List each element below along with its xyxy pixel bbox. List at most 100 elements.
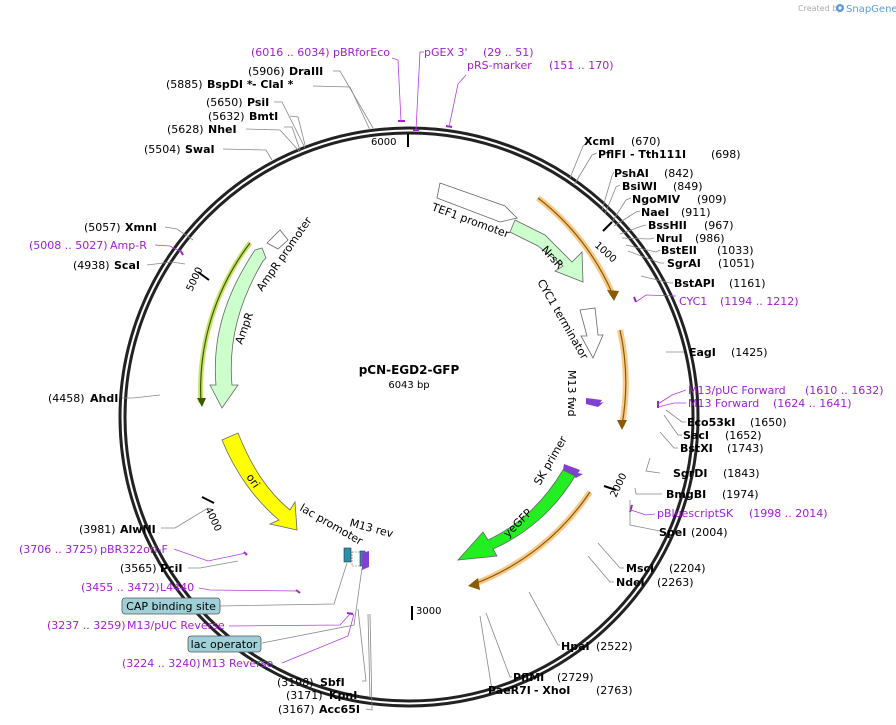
primer-m13-puc-forward-range: (1610 .. 1632) [805,384,884,397]
primer-pbrforeco: pBRforEco [333,46,390,59]
orf-arc-4-line [200,242,251,404]
enzyme-sgrdi-pos: (1843) [723,467,760,480]
orf-arc-2-line [619,329,627,426]
primer-pbr322ori-f: pBR322ori-F [100,543,168,556]
enzyme-clai: - ClaI * [252,78,294,91]
enzyme-bmti: BmtI [249,110,278,123]
primer-labels: (6016 .. 6034) pBRforEco pGEX 3' (29 .. … [19,46,884,670]
enzyme-bstapi-pos: (1161) [729,277,766,290]
enzyme-hpai-pos: (2522) [596,640,633,653]
primer-pbluescriptsk: pBluescriptSK [657,507,734,520]
enzyme-bspdi: BspDI * [207,78,253,91]
cap-binding-site-box[interactable]: CAP binding site [121,597,221,615]
primer-m13-forward-range: (1624 .. 1641) [773,397,852,410]
backbone-outer [118,126,700,708]
primer-prs-marker: pRS-marker [467,59,532,72]
tick-label-6000: 6000 [371,137,396,148]
brand-prefix: Created by [798,4,842,13]
enzyme-alwni-pos: (3981) [79,523,116,536]
feature-cyc1-terminator[interactable] [579,307,604,359]
left-enzyme-labels: Acc65I (3167) KpnI (3171) SbfI (3198) Pc… [48,65,360,716]
feature-m13-rev[interactable] [362,551,369,570]
enzyme-msci: MscI [626,562,654,575]
enzyme-draiii-pos: (5906) [248,65,285,78]
feature-lac-promoter[interactable] [351,551,362,567]
enzyme-ndei-pos: (2263) [657,576,694,589]
enzyme-xcmi-pos: (670) [631,135,661,148]
tick-label-5000: 5000 [185,266,206,294]
feature-m13-fwd[interactable] [586,398,604,407]
enzyme-eco53ki: Eco53kI [687,416,735,429]
lac-operator-label: lac operator [191,638,258,651]
primer-cyc1: CYC1 [679,295,707,308]
enzyme-bsshii: BssHII [648,219,687,232]
feature-cap-site[interactable] [343,547,352,563]
feature-ampr-promoter[interactable] [266,229,289,250]
enzyme-hpai: HpaI [561,640,590,653]
enzyme-acc65i: Acc65I [319,703,360,716]
primer-m13-puc-forward: M13/pUC Forward [688,384,786,397]
enzyme-ngomiv: NgoMIV [632,193,681,206]
orf-arc-1-line [537,197,614,296]
enzyme-spei-pos: (2004) [691,526,728,539]
feature-nrsr[interactable] [509,219,584,283]
orf-arrow-4 [197,398,206,407]
enzyme-ahdi-pos: (4458) [48,392,85,405]
enzyme-bspdi-pos: (5885) [166,78,203,91]
enzyme-draiii: DraIII [289,65,323,78]
enzyme-xmni: XmnI [125,221,157,234]
enzyme-bsteii-pos: (1033) [717,244,754,257]
enzyme-pshai: PshAI [614,167,649,180]
tick-label-2000: 2000 [609,472,630,500]
enzyme-naei-pos: (911) [681,206,711,219]
orf-arc-3-line [473,491,591,585]
tick-1000 [602,221,613,232]
enzyme-bsiwi-pos: (849) [673,180,703,193]
enzyme-xmni-pos: (5057) [84,221,121,234]
primer-pgex3: pGEX 3' [424,46,468,59]
enzyme-sbfi-pos: (3198) [277,676,314,689]
enzyme-swai: SwaI [185,143,215,156]
enzyme-saci: SacI [683,429,709,442]
feature-tef1-promoter[interactable] [436,182,518,223]
feature-ampr[interactable] [209,247,267,409]
feature-sk-primer[interactable] [563,464,583,478]
enzyme-paer7i: PaeR7I [488,684,531,697]
enzyme-nhei: NheI [208,123,237,136]
enzyme-pflmi-pos: (2729) [557,671,594,684]
enzyme-sbfi: SbfI [320,676,345,689]
feature-ori[interactable] [221,432,298,531]
primer-l4440: L4440 [160,581,194,594]
tick-2000 [603,485,617,491]
plasmid-size: 6043 bp [388,380,429,391]
enzyme-ngomiv-pos: (909) [697,193,727,206]
tick-label-3000: 3000 [416,606,441,617]
feature-yegfp[interactable] [457,469,576,561]
enzyme-psii-pos: (5650) [206,96,243,109]
brand-name: SnapGene [846,4,896,15]
primer-pgex3-range: (29 .. 51) [483,46,534,59]
enzyme-scai: ScaI [114,259,140,272]
enzyme-msci-pos: (2204) [669,562,706,575]
right-leaders [479,140,687,691]
snapgene-logo-icon [836,4,844,12]
enzyme-spei: SpeI [659,526,686,539]
lac-operator-box[interactable]: lac operator [187,635,262,653]
enzyme-pcii-pos: (3565) [120,562,157,575]
enzyme-bsshii-pos: (967) [704,219,734,232]
backbone-inner [123,131,695,703]
primer-pbrforeco-range: (6016 .. 6034) [251,46,330,59]
primer-m13-puc-reverse: M13/pUC Reverse [127,619,225,632]
primer-l4440-range: (3455 .. 3472) [81,581,160,594]
enzyme-bsiwi: BsiWI [622,180,657,193]
tick-5000 [197,271,210,281]
enzyme-psii: PsiI [247,96,269,109]
cap-binding-site-label: CAP binding site [126,600,216,613]
right-enzyme-labels: XcmI (670) PflFI - Tth111I (698) PshAI (… [488,135,787,697]
enzyme-sgrai: SgrAI [667,257,701,270]
enzyme-kpni-pos: (3171) [286,689,323,702]
enzyme-pflfi-pos: (698) [711,148,741,161]
enzyme-kpni: KpnI [329,689,357,702]
enzyme-xhoi: - XhoI [534,684,570,697]
enzyme-xcmi: XcmI [584,135,615,148]
